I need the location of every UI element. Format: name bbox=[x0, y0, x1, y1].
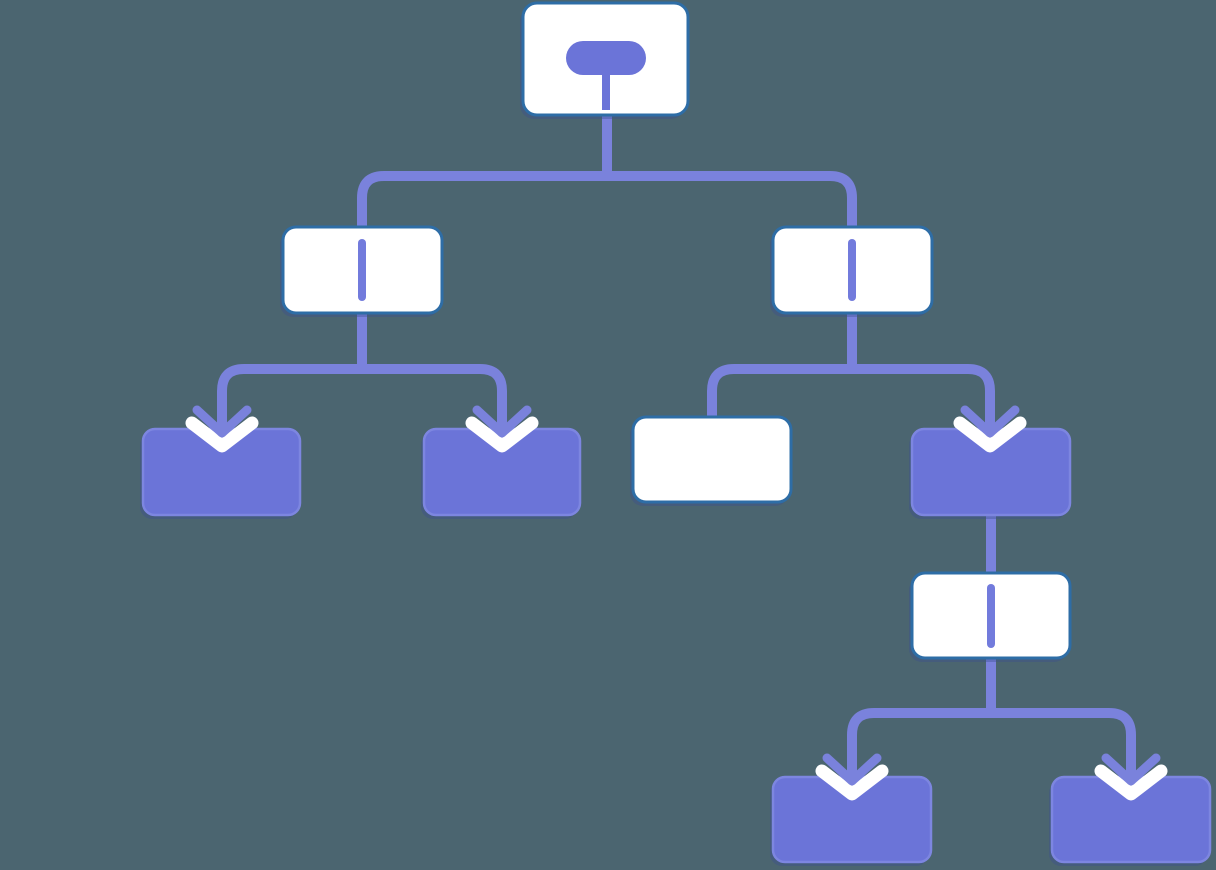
chevron-down-white-icon bbox=[185, 416, 259, 453]
arrow-under-chevrons bbox=[185, 416, 1168, 801]
arrow-top-chevrons bbox=[192, 405, 1161, 786]
chevron-down-white-icon bbox=[953, 416, 1027, 453]
chevron-down-purple-icon bbox=[1101, 753, 1161, 786]
pill-icon bbox=[566, 41, 646, 75]
chevron-down-purple-icon bbox=[822, 753, 882, 786]
edge-branch-left-to-leaves bbox=[217, 307, 507, 438]
chevron-down-white-icon bbox=[815, 764, 889, 801]
edge-subbranch-to-bottom-leaves bbox=[847, 652, 1136, 786]
root-pill-group bbox=[566, 41, 646, 110]
highlight-cards bbox=[141, 427, 1212, 864]
chevron-down-white-icon bbox=[465, 416, 539, 453]
chevron-down-purple-icon bbox=[472, 405, 532, 438]
divider-glyphs bbox=[358, 239, 995, 648]
connector-edges bbox=[217, 105, 1136, 786]
child-node-plain bbox=[631, 415, 793, 504]
chevron-down-purple-icon bbox=[192, 405, 252, 438]
chevron-down-purple-icon bbox=[960, 405, 1020, 438]
edge-branch-right-to-children bbox=[707, 307, 995, 438]
chevron-down-white-icon bbox=[1094, 764, 1168, 801]
edge-root-to-branches bbox=[357, 105, 857, 236]
